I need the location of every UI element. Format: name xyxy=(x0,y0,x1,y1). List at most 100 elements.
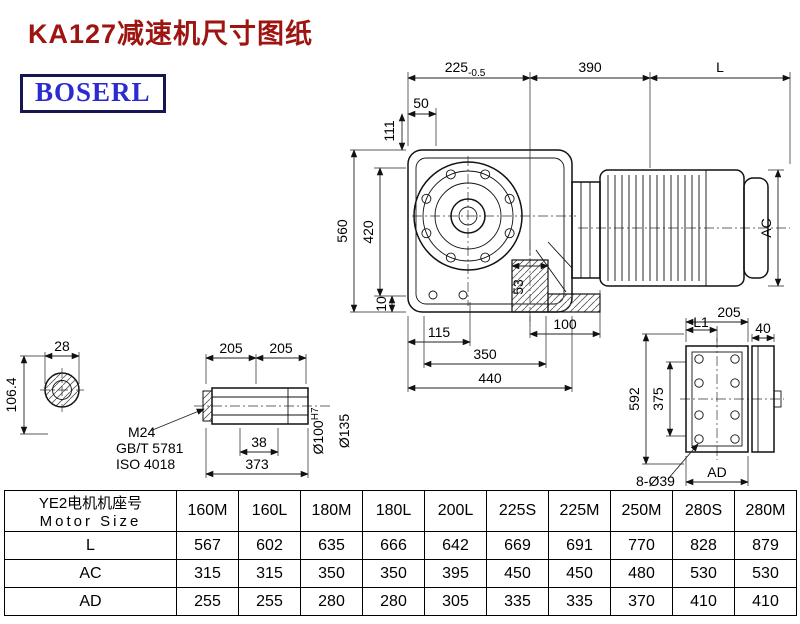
column-header: 180M xyxy=(300,490,363,532)
dim-cell: 255 xyxy=(176,587,239,616)
dim-cell: 635 xyxy=(300,531,363,560)
dim-373: 373 xyxy=(245,456,269,472)
motor-size-header-cell: YE2电机机座号 Motor Size xyxy=(4,490,177,532)
table-row-AC: AC 315 315 350 350 395 450 450 480 530 5… xyxy=(4,559,797,588)
dim-111: 111 xyxy=(381,120,397,141)
dim-38: 38 xyxy=(251,434,267,450)
motor-fins xyxy=(607,175,700,281)
dim-100: 100 xyxy=(553,316,577,332)
dim-350: 350 xyxy=(473,346,497,362)
dim-40: 40 xyxy=(755,320,771,336)
dim-cell: 315 xyxy=(238,559,301,588)
dim-cell: 280 xyxy=(300,587,363,616)
row-label: AC xyxy=(4,559,177,588)
dim-53: 53 xyxy=(510,279,526,295)
dim-cell: 370 xyxy=(610,587,673,616)
dim-AD: AD xyxy=(707,464,726,480)
table-row-L: L 567 602 635 666 642 669 691 770 828 87… xyxy=(4,531,797,560)
dim-cell: 280 xyxy=(362,587,425,616)
column-header: 200L xyxy=(424,490,487,532)
dim-cell: 450 xyxy=(548,559,611,588)
main-view: 50 225-0.5 390 L 111 560 420 10 53 115 1… xyxy=(334,59,791,392)
gearbox-housing xyxy=(407,149,573,313)
dim-592: 592 xyxy=(626,387,642,411)
dim-cell: 669 xyxy=(486,531,549,560)
dim-cell: 770 xyxy=(610,531,673,560)
bolt-hole-leader xyxy=(667,443,699,480)
shaft-end-view: 28 106.4 xyxy=(3,338,84,435)
column-header: 160L xyxy=(238,490,301,532)
dim-205-a: 205 xyxy=(219,340,243,356)
label-M24: M24 xyxy=(128,424,155,440)
dim-225-group: 225-0.5 xyxy=(445,59,486,79)
dim-cell: 395 xyxy=(424,559,487,588)
dim-cell: 567 xyxy=(176,531,239,560)
dim-225-tolerance: -0.5 xyxy=(468,68,486,79)
dim-cell: 691 xyxy=(548,531,611,560)
motor-adapter xyxy=(571,181,601,279)
dim-L1: L1 xyxy=(693,314,709,330)
dim-205-b: 205 xyxy=(269,340,293,356)
flange-face xyxy=(685,345,749,453)
column-header: 250M xyxy=(610,490,673,532)
dim-115: 115 xyxy=(428,324,451,340)
row-label: AD xyxy=(4,587,177,616)
dim-375: 375 xyxy=(650,387,666,411)
dim-100H7-sup: H7 xyxy=(310,407,321,420)
foot-section xyxy=(547,293,601,313)
table-header-row: YE2电机机座号 Motor Size 160M 160L 180M 180L … xyxy=(4,490,797,532)
dim-cell: 410 xyxy=(672,587,735,616)
dim-cell: 480 xyxy=(610,559,673,588)
dim-135: Ø135 xyxy=(336,414,352,448)
dim-cell: 530 xyxy=(672,559,735,588)
dim-440: 440 xyxy=(478,370,502,386)
label-ISO-4018: ISO 4018 xyxy=(116,456,175,472)
column-header: 225S xyxy=(486,490,549,532)
motor xyxy=(599,169,769,287)
dim-L: L xyxy=(716,59,724,75)
shaft-cap-section xyxy=(202,390,213,422)
motor-size-table: YE2电机机座号 Motor Size 160M 160L 180M 180L … xyxy=(4,490,797,616)
dim-cell: 666 xyxy=(362,531,425,560)
dim-10: 10 xyxy=(373,296,389,312)
dim-cell: 315 xyxy=(176,559,239,588)
dim-390: 390 xyxy=(578,59,602,75)
table-row-AD: AD 255 255 280 280 305 335 335 370 410 4… xyxy=(4,587,797,616)
page-title: KA127减速机尺寸图纸 xyxy=(28,19,314,49)
dim-560: 560 xyxy=(334,219,350,243)
column-header: 180L xyxy=(362,490,425,532)
row-label: L xyxy=(4,531,177,560)
dim-cell: 350 xyxy=(362,559,425,588)
dim-225: 225 xyxy=(445,59,469,75)
dimension-table-wrap: YE2电机机座号 Motor Size 160M 160L 180M 180L … xyxy=(4,490,797,616)
label-GBT-5781: GB/T 5781 xyxy=(116,440,184,456)
shaft-detail-view: 205 205 M24 GB/T 5781 ISO 4018 38 373 Ø1… xyxy=(116,340,352,478)
m24-leader xyxy=(149,408,205,432)
dim-cell: 828 xyxy=(672,531,735,560)
dim-28: 28 xyxy=(54,338,70,354)
header-label-cn: YE2电机机座号 xyxy=(38,495,143,512)
column-header: 280M xyxy=(734,490,797,532)
flange-view: L1 205 40 592 375 8-Ø39 AD xyxy=(626,304,784,489)
dim-cell: 350 xyxy=(300,559,363,588)
dim-cell: 305 xyxy=(424,587,487,616)
dim-cell: 602 xyxy=(238,531,301,560)
dim-50: 50 xyxy=(413,95,429,111)
dim-cell: 335 xyxy=(548,587,611,616)
technical-drawing: 50 225-0.5 390 L 111 560 420 10 53 115 1… xyxy=(3,59,791,489)
dim-cell: 450 xyxy=(486,559,549,588)
dim-106-4: 106.4 xyxy=(3,377,19,412)
brand-logo: BOSERL xyxy=(20,74,166,113)
header-label-en: Motor Size xyxy=(39,513,142,530)
column-header: 160M xyxy=(176,490,239,532)
dim-cell: 642 xyxy=(424,531,487,560)
dim-AC: AC xyxy=(758,218,774,237)
dim-8-holes: 8-Ø39 xyxy=(636,473,675,489)
dim-100H7: Ø100 xyxy=(310,420,326,454)
column-header: 280S xyxy=(672,490,735,532)
column-header: 225M xyxy=(548,490,611,532)
dim-205-c: 205 xyxy=(717,304,741,320)
dim-cell: 255 xyxy=(238,587,301,616)
dim-420: 420 xyxy=(360,220,376,244)
dim-cell: 410 xyxy=(734,587,797,616)
